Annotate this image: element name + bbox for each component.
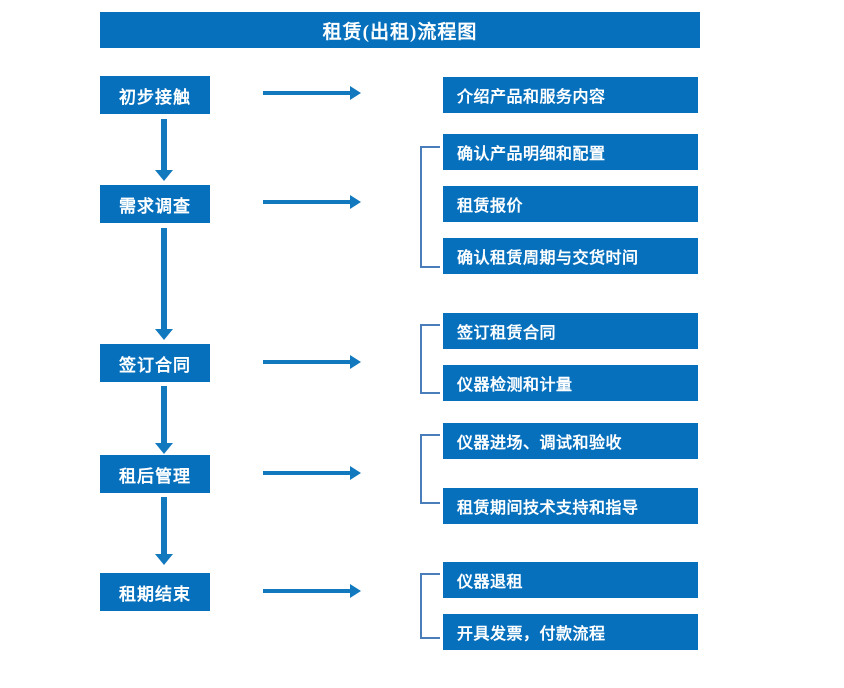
arrow-shaft xyxy=(263,589,351,593)
arrow-head xyxy=(350,355,361,369)
group-bracket-icon-4 xyxy=(420,434,440,504)
group-bracket-icon-5 xyxy=(420,573,440,639)
arrow-head xyxy=(155,170,173,181)
arrow-right-icon-4 xyxy=(263,465,361,481)
arrow-head xyxy=(350,195,361,209)
arrow-head xyxy=(350,584,361,598)
arrow-head xyxy=(350,86,361,100)
arrow-shaft xyxy=(161,497,167,554)
arrow-shaft xyxy=(263,471,351,475)
arrow-shaft xyxy=(263,360,351,364)
stage-box-4[interactable]: 租后管理 xyxy=(100,455,210,493)
detail-box-4-1[interactable]: 仪器进场、调试和验收 xyxy=(443,423,698,459)
stage-box-5[interactable]: 租期结束 xyxy=(100,573,210,611)
detail-box-2-3[interactable]: 确认租赁周期与交货时间 xyxy=(443,238,698,274)
group-bracket-icon-3 xyxy=(420,324,440,394)
arrow-shaft xyxy=(263,91,351,95)
stage-box-3[interactable]: 签订合同 xyxy=(100,344,210,382)
detail-box-2-1[interactable]: 确认产品明细和配置 xyxy=(443,134,698,170)
detail-box-3-1[interactable]: 签订租赁合同 xyxy=(443,313,698,349)
arrow-down-icon-4 xyxy=(153,497,175,565)
arrow-down-icon-2 xyxy=(153,228,175,340)
arrow-shaft xyxy=(161,119,167,170)
arrow-head xyxy=(155,443,173,454)
detail-box-1-1[interactable]: 介绍产品和服务内容 xyxy=(443,77,698,113)
arrow-head xyxy=(350,466,361,480)
diagram-title: 租赁(出租)流程图 xyxy=(100,12,700,48)
group-bracket-icon-2 xyxy=(420,146,440,268)
arrow-down-icon-1 xyxy=(153,119,175,181)
arrow-shaft xyxy=(161,228,167,329)
arrow-right-icon-2 xyxy=(263,194,361,210)
arrow-right-icon-5 xyxy=(263,583,361,599)
detail-box-3-2[interactable]: 仪器检测和计量 xyxy=(443,365,698,401)
arrow-down-icon-3 xyxy=(153,386,175,454)
arrow-shaft xyxy=(161,386,167,443)
stage-box-1[interactable]: 初步接触 xyxy=(100,76,210,114)
arrow-right-icon-1 xyxy=(263,85,361,101)
arrow-head xyxy=(155,329,173,340)
stage-box-2[interactable]: 需求调查 xyxy=(100,185,210,223)
arrow-right-icon-3 xyxy=(263,354,361,370)
detail-box-5-1[interactable]: 仪器退租 xyxy=(443,562,698,598)
arrow-shaft xyxy=(263,200,351,204)
arrow-head xyxy=(155,554,173,565)
detail-box-2-2[interactable]: 租赁报价 xyxy=(443,186,698,222)
detail-box-4-2[interactable]: 租赁期间技术支持和指导 xyxy=(443,488,698,524)
detail-box-5-2[interactable]: 开具发票，付款流程 xyxy=(443,614,698,650)
